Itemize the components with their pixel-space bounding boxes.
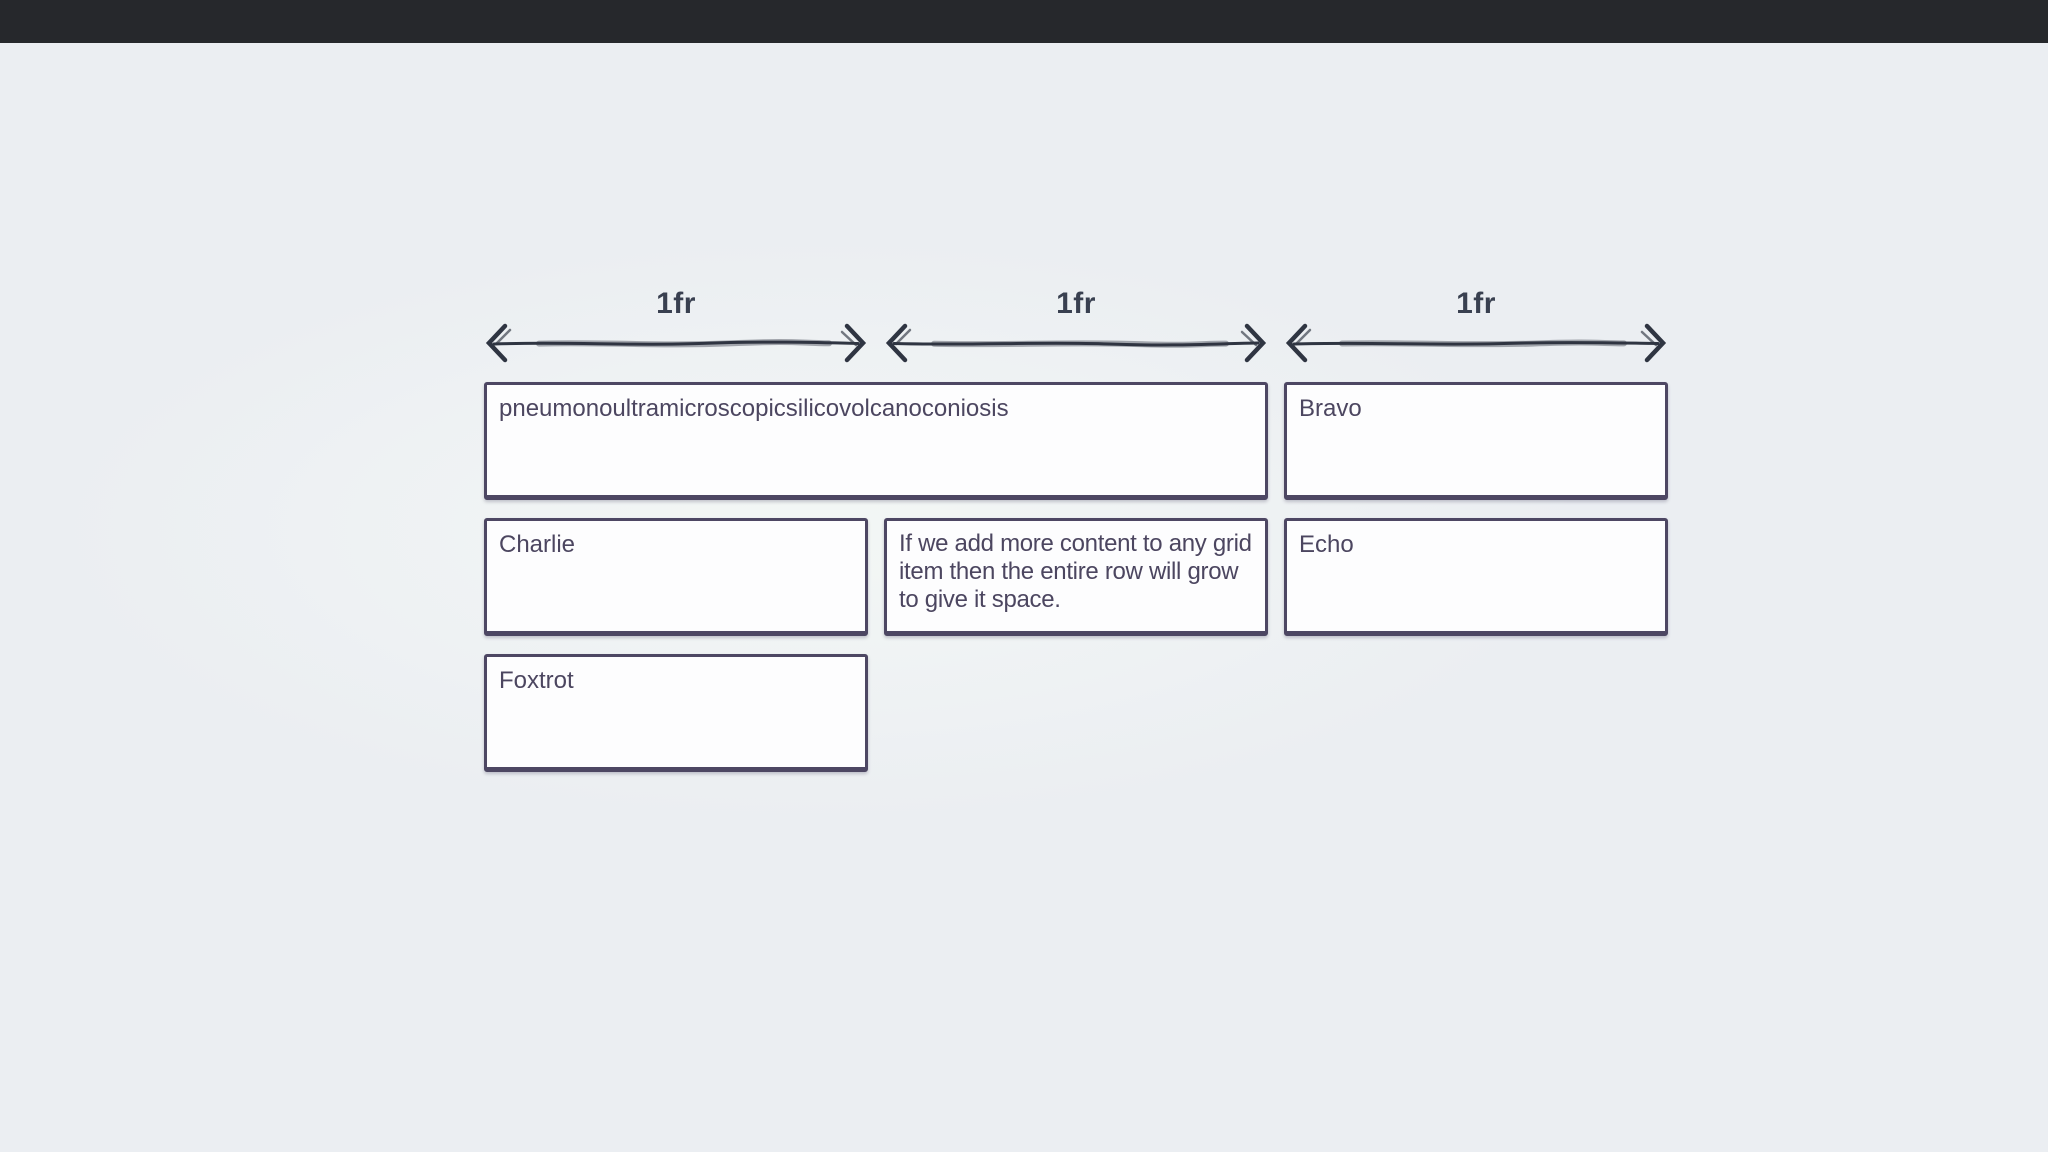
track-size-label: 1fr bbox=[656, 287, 696, 320]
grid-item: If we add more content to any grid item … bbox=[884, 518, 1268, 636]
grid-item: Foxtrot bbox=[484, 654, 868, 772]
track-size-label: 1fr bbox=[1456, 287, 1496, 320]
track-size-label: 1fr bbox=[1056, 287, 1096, 320]
grid-item: Bravo bbox=[1284, 382, 1668, 500]
column-track-header-1: 1fr bbox=[484, 288, 868, 365]
column-track-header-2: 1fr bbox=[884, 288, 1268, 365]
double-arrow-icon bbox=[885, 323, 1267, 363]
grid-item: pneumonoultramicroscopicsilicovolcanocon… bbox=[484, 382, 1268, 500]
double-arrow-icon bbox=[485, 323, 867, 363]
css-grid-container: pneumonoultramicroscopicsilicovolcanocon… bbox=[484, 382, 1668, 772]
column-track-header-3: 1fr bbox=[1284, 288, 1668, 365]
grid-item: Echo bbox=[1284, 518, 1668, 636]
double-arrow-icon bbox=[1285, 323, 1667, 363]
grid-example-stage: 1fr 1fr bbox=[484, 288, 1668, 772]
column-track-headers: 1fr 1fr bbox=[484, 288, 1668, 365]
grid-item: Charlie bbox=[484, 518, 868, 636]
browser-top-bar bbox=[0, 0, 2048, 43]
